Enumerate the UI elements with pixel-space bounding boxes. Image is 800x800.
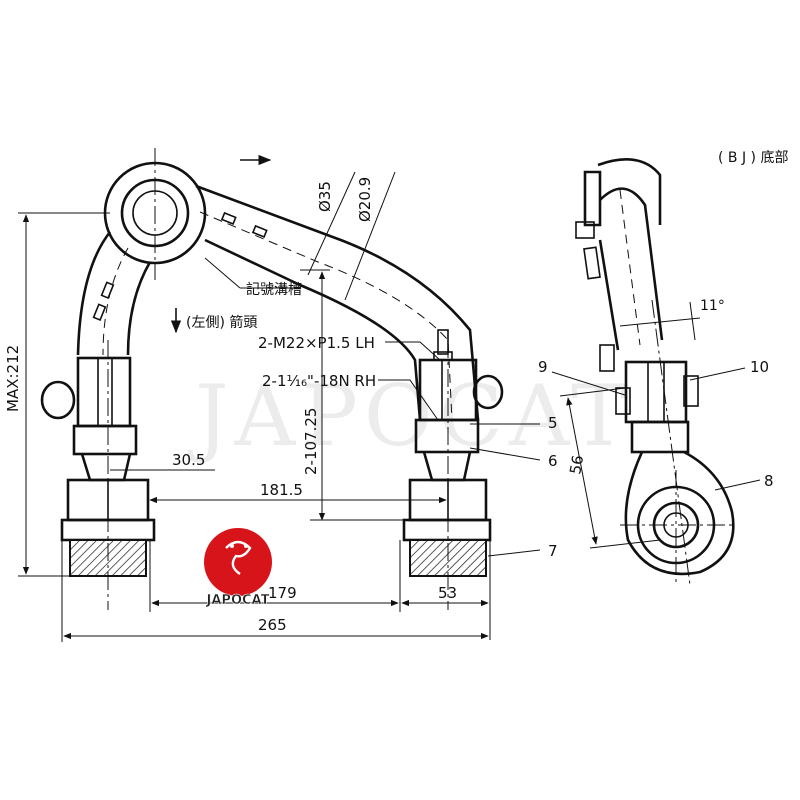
label-arrow-note: (左側) 箭頭	[186, 314, 257, 331]
dim-53: 53	[438, 584, 457, 602]
dim-len-10725: 2-107.25	[302, 408, 320, 475]
title-tag: ( B J ) 底部	[718, 150, 788, 166]
dim-angle: 11°	[700, 298, 725, 314]
dim-265: 265	[258, 616, 287, 634]
callout-5: 5	[548, 414, 558, 432]
dim-d35: Ø35	[316, 181, 334, 212]
callout-7: 7	[548, 542, 558, 560]
logo-text: JAPOCAT	[206, 593, 270, 608]
dim-179: 179	[268, 584, 297, 602]
callout-8: 8	[764, 472, 774, 490]
dim-56: 56	[566, 454, 587, 476]
label-groove: 記號溝槽	[246, 281, 302, 298]
dim-1815: 181.5	[260, 481, 303, 499]
callout-9: 9	[538, 358, 548, 376]
callout-6: 6	[548, 452, 558, 470]
watermark: JAPOCAT	[187, 367, 633, 465]
dim-max-height: MAX:212	[4, 345, 22, 412]
label-thread-rh: 2-1⅟₁₆"-18N RH	[262, 372, 376, 390]
dim-d209: Ø20.9	[356, 177, 374, 222]
label-thread-lh: 2-M22×P1.5 LH	[258, 334, 375, 352]
callout-10: 10	[750, 358, 769, 376]
dim-305: 30.5	[172, 451, 205, 469]
japocat-logo: JAPOCAT	[204, 528, 272, 608]
